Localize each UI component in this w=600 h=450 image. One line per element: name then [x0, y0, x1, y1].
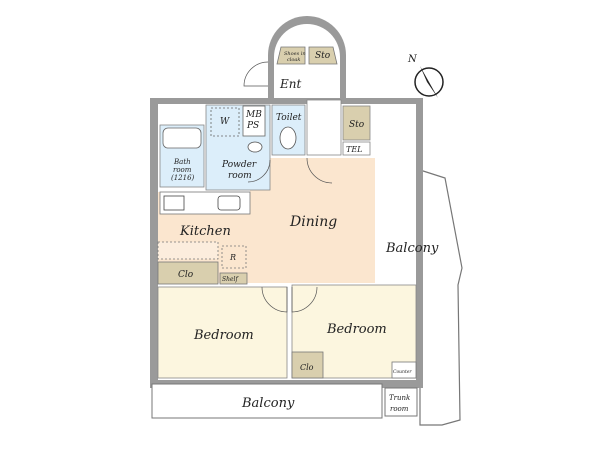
shelf [219, 272, 248, 285]
tel-label: TEL [346, 145, 363, 154]
closet-bedroom-label: Clo [300, 363, 314, 372]
door-swing [306, 157, 333, 184]
door-swing [261, 286, 288, 313]
door-swing [291, 286, 318, 313]
toilet-label: Toilet [276, 113, 302, 123]
ldk-floor [158, 158, 375, 283]
stove-icon [163, 195, 185, 211]
tel-box [342, 141, 371, 156]
bath-label-2: room [173, 166, 192, 174]
entrance-floor [274, 24, 340, 100]
shelf-label: Shelf [222, 276, 239, 283]
washer-space [210, 107, 240, 137]
compass-label: N [407, 54, 418, 65]
closet-kitchen [157, 261, 219, 285]
bath-label-3: (1216) [171, 174, 195, 182]
north-compass-icon: N [407, 54, 444, 98]
counter-label: Counter [393, 369, 412, 375]
trunk-room-label-2: room [390, 405, 409, 413]
hallway [306, 99, 342, 156]
storage-top [308, 46, 338, 65]
shoes-cloak-label: Shoes in [284, 51, 306, 57]
mb-label: MB [245, 110, 262, 120]
balcony-right-label: Balcony [385, 241, 439, 256]
kitchen-label: Kitchen [179, 224, 231, 239]
dining-label: Dining [289, 214, 337, 230]
closet-kitchen-label: Clo [178, 270, 194, 280]
storage-right-label: Sto [349, 120, 365, 130]
door-swing [247, 159, 271, 183]
bath-label: Bath [173, 158, 191, 166]
trunk-room-label: Trunk [389, 394, 410, 402]
trunk-room [384, 387, 418, 417]
kitchen-storage [157, 241, 219, 260]
powder-label-2: room [228, 171, 252, 181]
balcony-bottom-label: Balcony [241, 396, 295, 411]
fridge-label: R [229, 253, 236, 262]
bedroom-left-label: Bedroom [193, 328, 254, 343]
bedroom-left [157, 286, 288, 379]
ps-label: PS [246, 121, 259, 131]
toilet-icon [279, 126, 297, 150]
bedroom-right-label: Bedroom [326, 322, 387, 337]
shoes-cloak [276, 46, 306, 65]
counter [391, 361, 417, 379]
powder-label: Powder [221, 160, 257, 170]
storage-right [342, 105, 371, 141]
closet-bedroom [291, 351, 324, 379]
door-swing [243, 61, 269, 87]
kitchen-sink-icon [217, 195, 241, 211]
sink-icon [247, 141, 263, 153]
bathtub-icon [162, 127, 202, 149]
shoes-cloak-label-2: cloak [287, 57, 300, 63]
mbps-box [242, 105, 266, 137]
washer-label: W [220, 117, 230, 127]
storage-top-label: Sto [315, 51, 331, 61]
fridge-space [221, 245, 247, 269]
balcony-bottom-area [151, 383, 383, 419]
entrance-label: Ent [279, 77, 301, 91]
